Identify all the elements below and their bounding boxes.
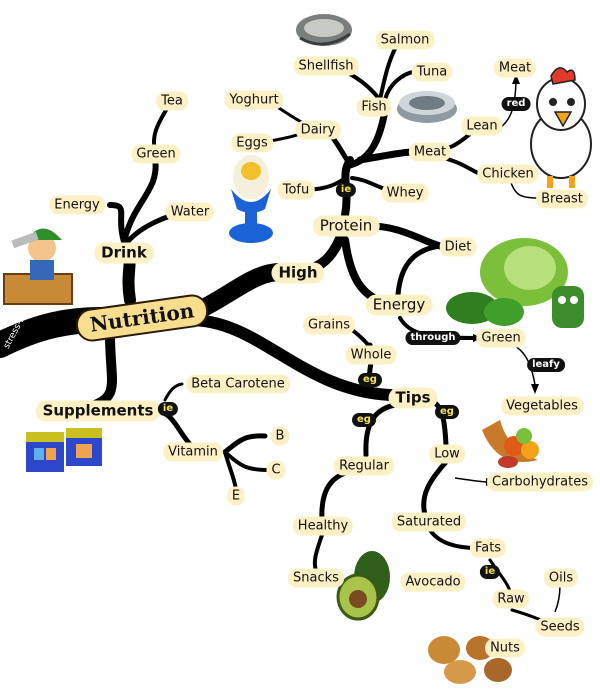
node-water: Water [165,202,215,222]
node-vitamin-e: E [226,486,246,506]
node-diet: Diet [439,237,477,257]
node-drink: Drink [94,242,154,264]
node-breast: Breast [536,189,588,209]
node-tuna: Tuna [411,62,453,82]
connector-through: through [405,331,461,345]
node-yoghurt: Yoghurt [224,90,284,110]
supplement-jars-icon [26,428,102,472]
node-avocado: Avocado [400,572,466,592]
node-beta-carotene: Beta Carotene [186,374,290,394]
node-green-drink: Green [131,144,181,164]
node-vitamin-c: C [266,460,286,480]
node-whole: Whole [345,345,397,365]
tuna-can-icon [397,91,457,123]
connector-leafy: leafy [527,358,565,372]
node-fats: Fats [469,538,507,558]
node-dairy: Dairy [295,120,341,140]
node-saturated: Saturated [391,512,467,532]
node-oils: Oils [543,568,579,588]
node-low: Low [429,444,465,464]
node-tea: Tea [156,91,188,111]
connector-ie-supplements: ie [157,402,179,416]
connector-eg-regular: eg [352,413,376,427]
avocado-icon [336,551,390,621]
node-high: High [271,262,325,284]
connector-eg-low: eg [435,405,459,419]
node-nuts: Nuts [485,638,525,658]
connector-eg-whole: eg [358,373,382,387]
node-seeds: Seeds [535,617,585,637]
node-whey: Whey [381,183,429,203]
boy-drinking-icon [3,228,73,305]
node-salmon: Salmon [375,30,435,50]
connector-ie-fats: ie [479,565,501,579]
node-fish: Fish [356,97,392,117]
node-vegetables: Vegetables [501,396,583,416]
egg-cup-icon [229,155,273,243]
connector-red: red [501,97,531,111]
node-shellfish: Shellfish [293,56,359,76]
nuts-icon [428,636,512,684]
node-tips: Tips [388,387,438,409]
node-snacks: Snacks [288,568,344,588]
node-grains: Grains [302,315,356,335]
node-lean: Lean [461,116,503,136]
node-healthy: Healthy [292,516,354,536]
node-eggs: Eggs [231,133,273,153]
node-meat-red: Meat [493,58,537,78]
connector-ie-protein: ie [335,183,357,197]
vegetables-basket-icon [482,420,539,468]
node-energy-veg: Energy [365,294,433,316]
node-raw: Raw [492,589,530,609]
node-regular: Regular [334,456,394,476]
node-protein: Protein [312,215,380,237]
node-energy-drink: Energy [49,195,105,215]
node-tofu: Tofu [277,180,315,200]
node-vitamin-b: B [270,426,290,446]
node-vitamin: Vitamin [163,442,223,462]
shellfish-icon [296,14,352,46]
chicken-icon [530,67,592,188]
node-chicken: Chicken [477,164,539,184]
node-carbohydrates: Carbohydrates [487,472,593,492]
node-supplements: Supplements [35,400,161,422]
lettuce-icon [446,238,584,328]
node-meat: Meat [408,142,452,162]
node-green-veg: Green [476,328,526,348]
